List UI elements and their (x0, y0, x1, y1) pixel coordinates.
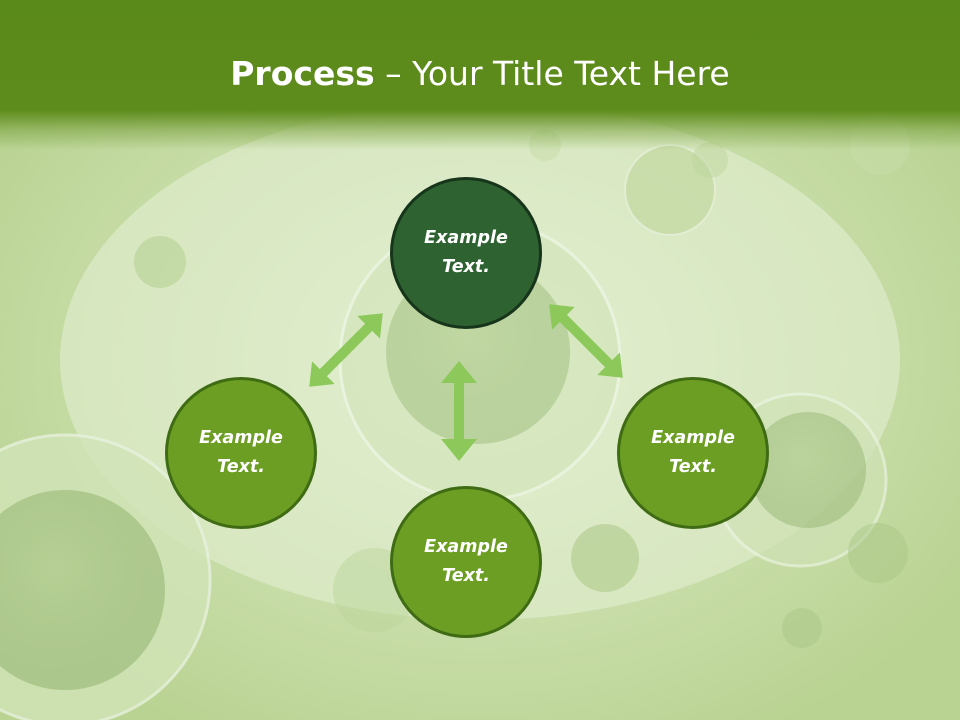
process-node-top-label: Example Text. (424, 228, 508, 277)
process-node-bottom-label: Example Text. (424, 537, 508, 586)
process-node-bottom[interactable]: Example Text. (390, 486, 542, 638)
title-rest-text: – Your Title Text Here (374, 54, 730, 93)
double-arrow-icon-top-left (309, 313, 383, 387)
title-bold-word: Process (230, 54, 375, 93)
process-node-top[interactable]: Example Text. (390, 177, 542, 329)
double-arrow-icon-vertical (441, 361, 477, 461)
process-node-right-label: Example Text. (651, 428, 735, 477)
page-title: Process – Your Title Text Here (0, 52, 960, 96)
process-node-left-label: Example Text. (199, 428, 283, 477)
process-node-left[interactable]: Example Text. (165, 377, 317, 529)
process-node-right[interactable]: Example Text. (617, 377, 769, 529)
title-banner: Process – Your Title Text Here (0, 0, 960, 150)
double-arrow-icon-top-right (549, 304, 623, 378)
